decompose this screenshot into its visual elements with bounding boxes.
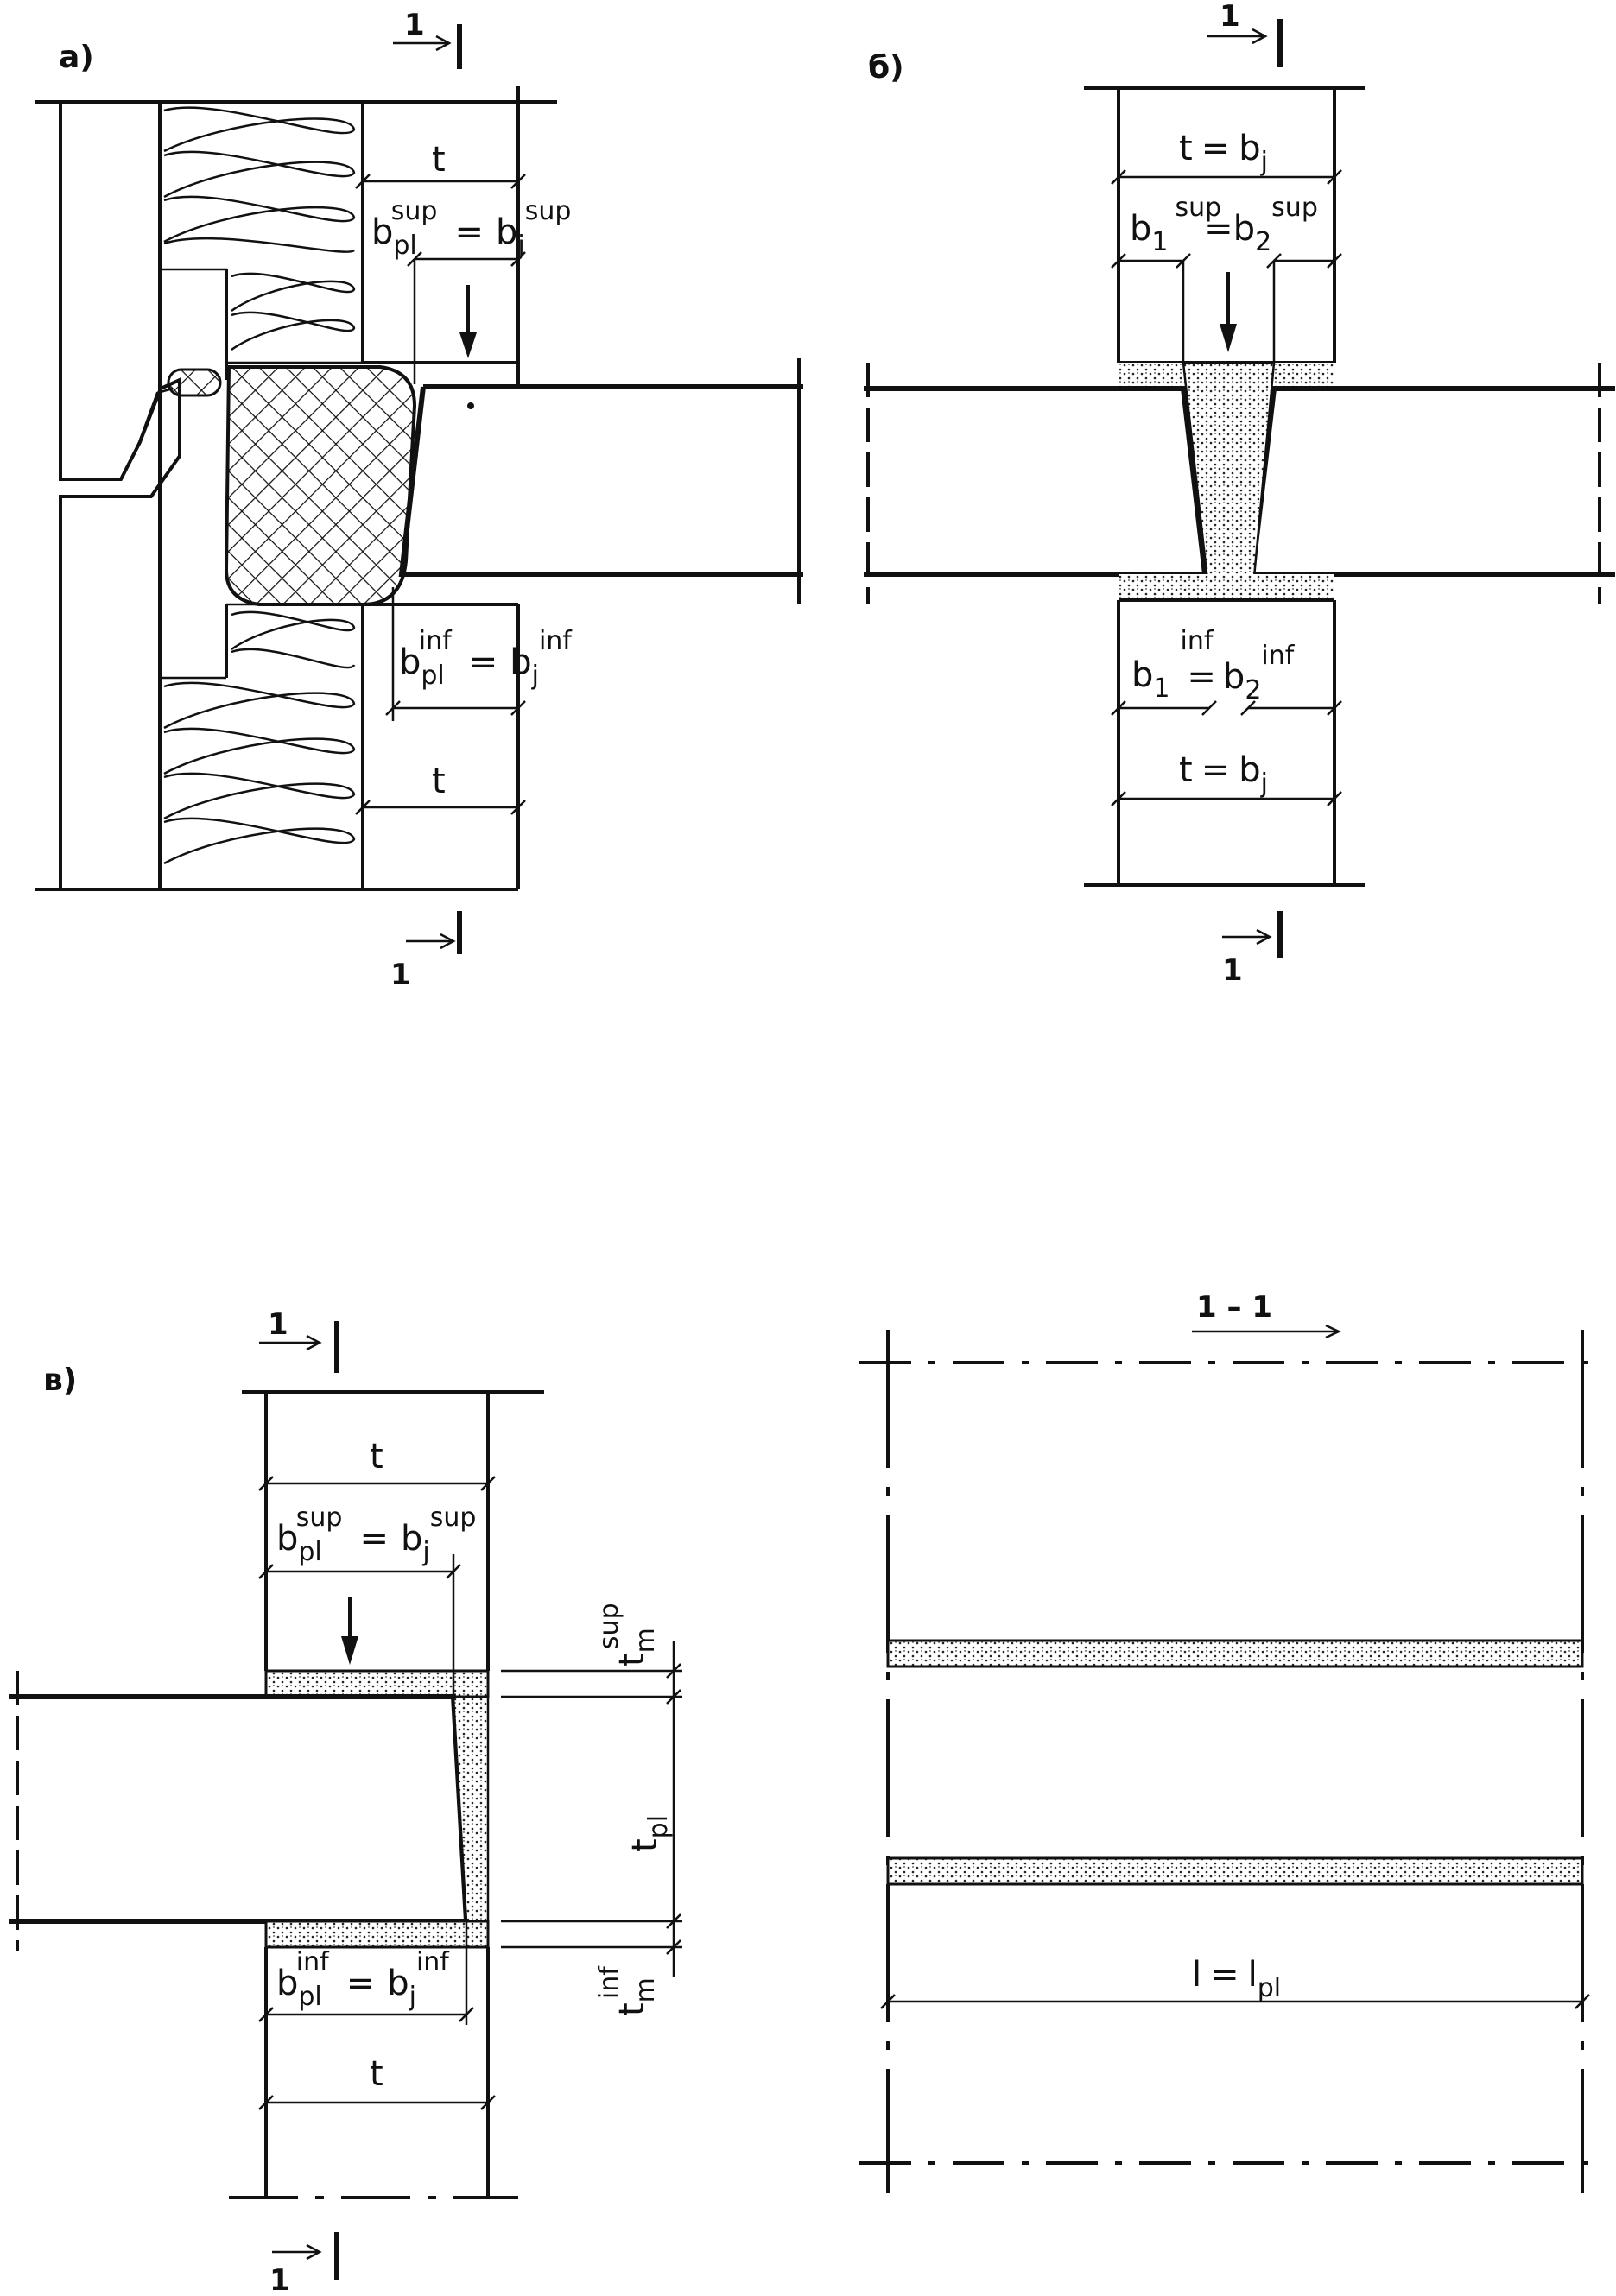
dim-bsup-label: bplsup=bjsup bbox=[371, 196, 571, 261]
mortar-bed-upper-d bbox=[886, 1639, 1584, 1668]
panel-b: б) 1 bbox=[864, 0, 1615, 988]
mortar-bed-top-c bbox=[264, 1669, 490, 1698]
dim-t-bottom-label: t bbox=[370, 2054, 383, 2094]
dim-binf-a: bplinf=bjinf bbox=[385, 587, 573, 721]
dim-binf-b-label: b1inf=b2inf bbox=[1131, 626, 1296, 705]
dim-bsup-c: bplsup=bjsup bbox=[258, 1502, 476, 1697]
section-mark-label: 1 bbox=[390, 958, 411, 992]
section-mark-top-a: 1 bbox=[393, 8, 462, 69]
wall-panel-upper-a bbox=[361, 86, 520, 380]
dim-t-top-a: t bbox=[355, 140, 526, 189]
dim-binf-b: b1inf=b2inf bbox=[1111, 626, 1342, 716]
dim-bsup-b: b1sup=b2sup bbox=[1111, 193, 1342, 363]
dim-bsup-b-label: b1sup=b2sup bbox=[1130, 193, 1318, 257]
section-mark-bottom-a: 1 bbox=[390, 911, 462, 992]
load-arrow-b bbox=[1220, 272, 1237, 352]
section-mark-label: 1 bbox=[1222, 953, 1243, 988]
mortar-bed-bottom-c bbox=[264, 1920, 490, 1949]
dim-t-top-c: t bbox=[258, 1437, 496, 1491]
wall-panel-lower-a bbox=[361, 603, 520, 889]
dim-tm-inf-label: tminf bbox=[594, 1965, 661, 2016]
mortar-bed-lower-d bbox=[886, 1856, 1584, 1886]
floor-slab-c bbox=[9, 1671, 470, 1951]
panel-d: 1 – 1 l=lpl bbox=[859, 1290, 1598, 2193]
panel-a: а) 1 bbox=[35, 8, 803, 992]
load-arrow-a bbox=[459, 285, 477, 409]
floor-slab-a bbox=[398, 358, 803, 604]
panel-b-label: б) bbox=[868, 50, 904, 85]
panel-a-label: а) bbox=[59, 40, 94, 75]
dim-t-top-b: t=bj bbox=[1111, 129, 1342, 185]
section-mark-label: 1 bbox=[1220, 0, 1240, 34]
facade-cladding-a bbox=[59, 102, 181, 889]
section-mark-label: 1 bbox=[269, 2263, 290, 2296]
dim-binf-label: bplinf=bjinf bbox=[399, 626, 573, 691]
load-arrow-c bbox=[341, 1597, 358, 1665]
dim-bsup-a: bplsup=bjsup bbox=[371, 196, 571, 384]
dim-tpl-label: tpl bbox=[625, 1815, 674, 1852]
sealant-a bbox=[167, 368, 222, 397]
section-mark-bottom-b: 1 bbox=[1222, 911, 1283, 988]
mortar-joint-b bbox=[1182, 361, 1276, 598]
panel-c: в) 1 t bbox=[9, 1307, 682, 2296]
dim-t-bottom-c: t bbox=[258, 2054, 496, 2110]
dim-t-top-label: t bbox=[370, 1437, 383, 1477]
dim-binf-c: bplinf=bjinf bbox=[258, 1921, 474, 2025]
dim-t-bottom-b: t=bj bbox=[1111, 750, 1342, 806]
section-title-d: 1 – 1 bbox=[1192, 1290, 1341, 1339]
dim-l-d: l=lpl bbox=[880, 1955, 1590, 2009]
section-mark-label: 1 bbox=[268, 1307, 288, 1342]
insulation-lower-a bbox=[160, 603, 363, 865]
dim-t-top-label: t bbox=[432, 140, 446, 180]
dim-vertical-c: tmsup tpl tminf bbox=[501, 1603, 682, 2016]
dim-binf-c-label: bplinf=bjinf bbox=[276, 1947, 450, 2012]
dim-t-top-b-label: t=bj bbox=[1179, 129, 1268, 177]
insulation-upper-a bbox=[160, 100, 363, 380]
section-mark-top-c: 1 bbox=[259, 1307, 339, 1373]
dim-t-bottom-a: t bbox=[355, 762, 526, 815]
section-title-label: 1 – 1 bbox=[1196, 1290, 1272, 1325]
panel-c-label: в) bbox=[43, 1363, 77, 1398]
section-mark-label: 1 bbox=[404, 8, 425, 42]
dim-l-label: l=lpl bbox=[1192, 1955, 1281, 2003]
dim-bsup-c-label: bplsup=bjsup bbox=[276, 1502, 476, 1567]
hatched-joint-a bbox=[224, 365, 417, 606]
dim-t-bottom-label: t bbox=[432, 762, 446, 801]
section-mark-top-b: 1 bbox=[1207, 0, 1283, 67]
dim-tm-sup-label: tmsup bbox=[594, 1603, 661, 1667]
dim-t-bottom-b-label: t=bj bbox=[1179, 750, 1268, 799]
section-mark-bottom-c: 1 bbox=[269, 2232, 339, 2296]
